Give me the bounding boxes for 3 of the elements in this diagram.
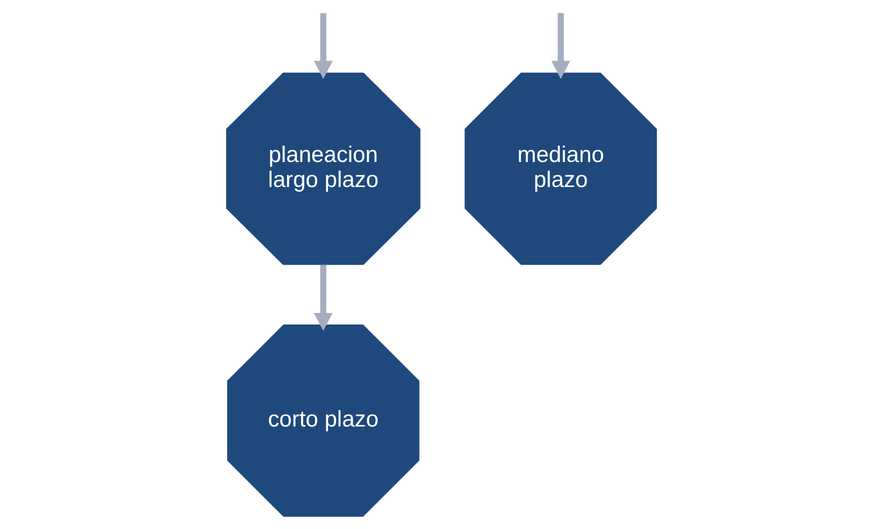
arrow	[314, 264, 333, 331]
arrow	[314, 13, 333, 79]
arrow	[551, 13, 570, 79]
